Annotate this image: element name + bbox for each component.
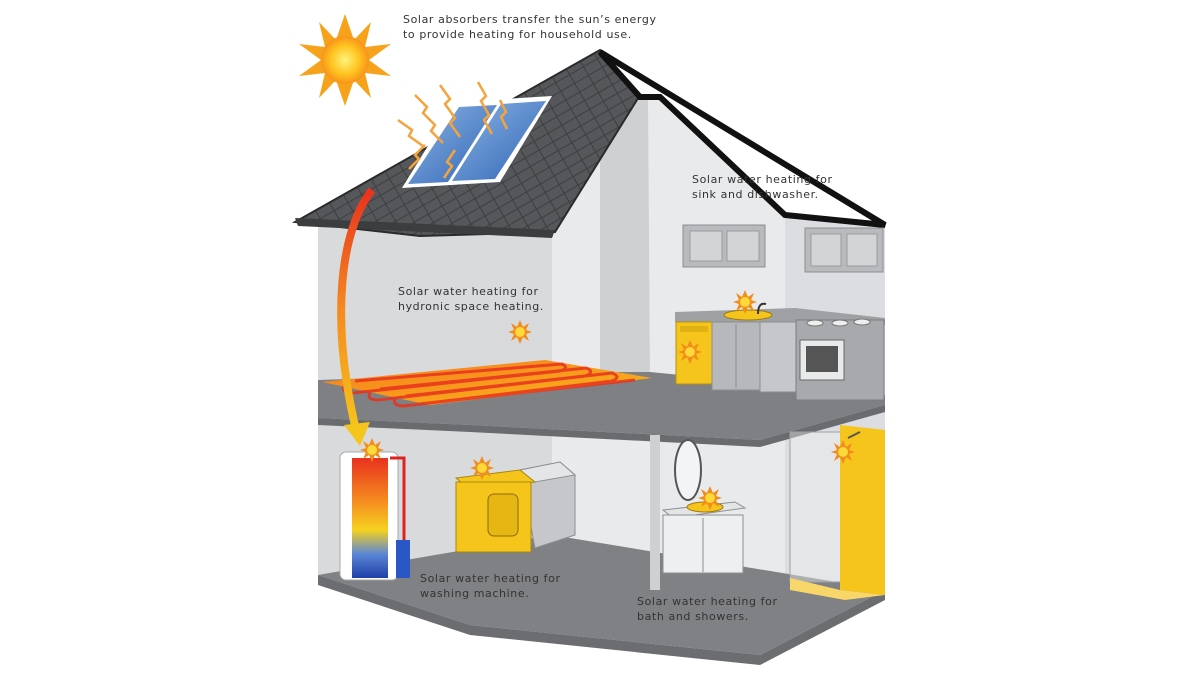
heated-floor <box>322 360 652 408</box>
heat-burst-icon <box>831 440 855 464</box>
callout-bath-showers: Solar water heating for bath and showers… <box>637 595 778 623</box>
washing-machine <box>454 461 577 553</box>
heat-burst-icon <box>698 486 722 510</box>
heat-burst-icon <box>508 320 532 344</box>
upper-floor-edge <box>318 405 885 447</box>
callout-hydronic: Solar water heating for hydronic space h… <box>398 285 544 313</box>
ground-floor-edge <box>318 575 885 665</box>
bathroom-vanity <box>661 501 747 574</box>
sun-icon <box>299 14 391 106</box>
solar-panel-icon <box>397 81 552 188</box>
mirror <box>674 439 702 501</box>
heat-burst-icon <box>360 438 384 462</box>
heat-burst-icon <box>733 290 757 314</box>
heat-burst-icon <box>678 340 702 364</box>
callout-washing-machine: Solar water heating for washing machine. <box>420 572 561 600</box>
right-roof-edge <box>597 49 887 228</box>
callout-kitchen: Solar water heating for sink and dishwas… <box>692 173 833 201</box>
heat-flow-arrow <box>337 187 376 431</box>
heat-burst-icon <box>470 456 494 480</box>
callout-solar-absorbers: Solar absorbers transfer the sun’s energ… <box>403 13 657 41</box>
ground-floor <box>318 535 885 655</box>
water-heater-tank <box>339 451 410 581</box>
roof-eave <box>295 218 555 238</box>
